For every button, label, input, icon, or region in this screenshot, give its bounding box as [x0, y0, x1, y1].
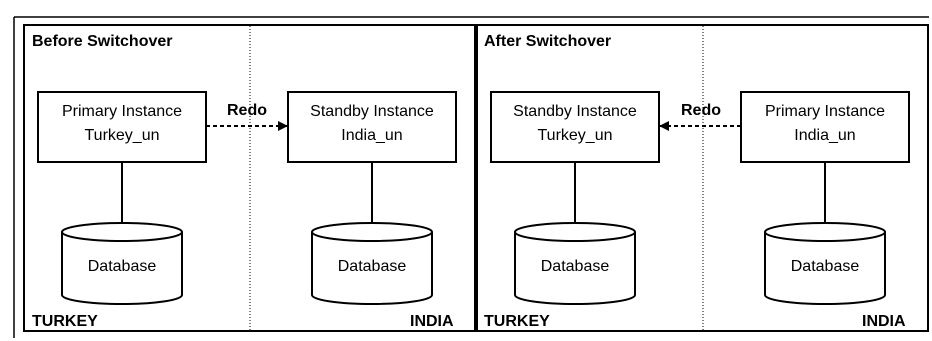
before-right-database-label: Database [337, 258, 407, 275]
after-right-database [764, 222, 886, 305]
after-right-database-label: Database [790, 258, 860, 275]
before-redo-label: Redo [227, 102, 267, 119]
after-left-instance-name: Turkey_un [537, 127, 613, 144]
before-right-site-label: INDIA [410, 313, 454, 330]
before-right-instance-role: Standby Instance [310, 103, 434, 120]
after-left-database [514, 222, 636, 305]
before-left-database [61, 222, 183, 305]
after-panel-title: After Switchover [484, 33, 612, 50]
before-left-instance-box [37, 91, 207, 163]
after-right-site-label: INDIA [862, 313, 906, 330]
after-left-database-label: Database [540, 258, 610, 275]
before-left-database-label: Database [87, 258, 157, 275]
before-left-instance-name: Turkey_un [84, 127, 160, 144]
before-panel-title: Before Switchover [32, 33, 173, 50]
panel-before-frame [23, 24, 476, 332]
after-redo-label: Redo [681, 102, 721, 119]
after-right-instance-name: India_un [794, 127, 856, 144]
before-right-instance-name: India_un [341, 127, 403, 144]
after-left-site-label: TURKEY [484, 313, 550, 330]
after-right-instance-box [740, 91, 910, 163]
panel-after-frame [476, 24, 929, 332]
before-left-instance-role: Primary Instance [61, 103, 183, 120]
before-right-instance-box [287, 91, 457, 163]
before-left-site-label: TURKEY [32, 313, 98, 330]
before-right-database [311, 222, 433, 305]
after-left-instance-role: Standby Instance [513, 103, 637, 120]
after-right-instance-role: Primary Instance [764, 103, 886, 120]
